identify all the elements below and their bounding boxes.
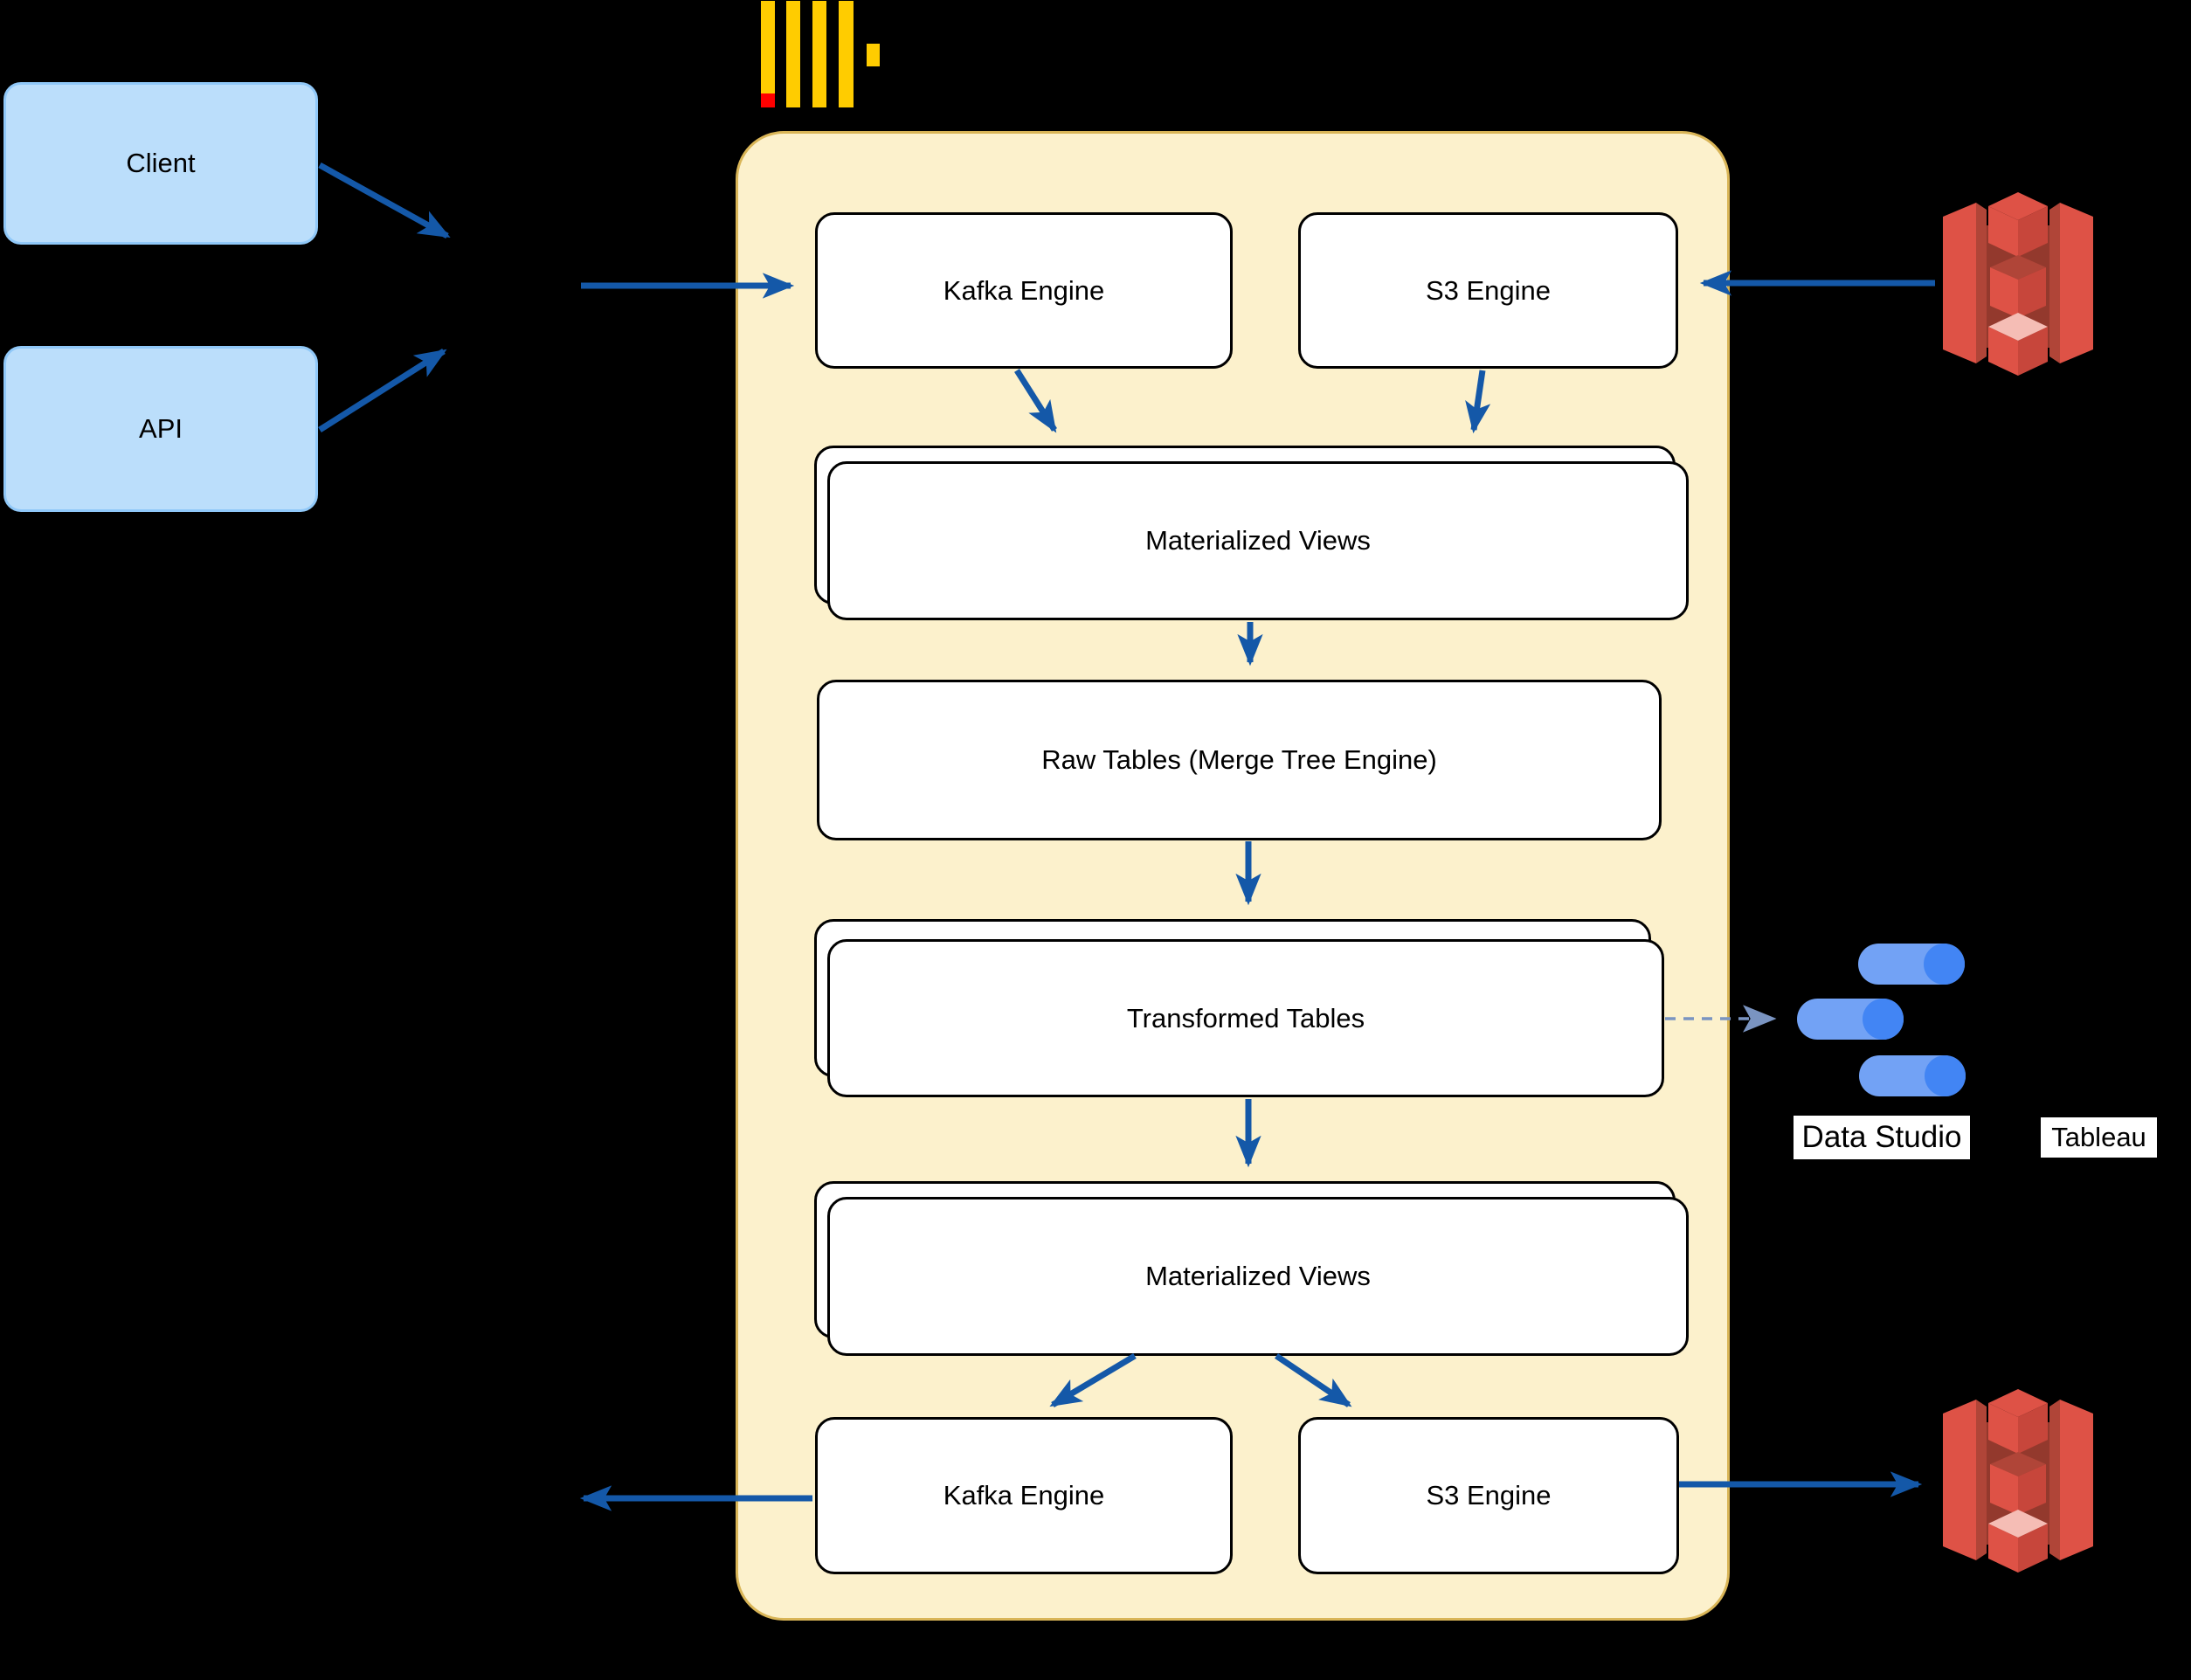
kafka-engine-in-node: Kafka Engine xyxy=(815,212,1233,369)
data-studio-icon xyxy=(1791,939,1974,1101)
tableau-label-text: Tableau xyxy=(2051,1122,2146,1152)
raw-tables-node: Raw Tables (Merge Tree Engine) xyxy=(817,680,1662,840)
arrow-client-to-junction xyxy=(318,162,451,239)
api-node-label: API xyxy=(139,413,183,444)
transformed-tables-label: Transformed Tables xyxy=(1126,1002,1365,1034)
clickhouse-logo-bar-short xyxy=(867,44,880,66)
clickhouse-logo-red-segment xyxy=(761,93,775,107)
data-studio-pill xyxy=(1858,944,1965,985)
data-studio-pill xyxy=(1859,1055,1966,1096)
data-studio-label-text: Data Studio xyxy=(1801,1120,1962,1154)
clickhouse-logo-bar xyxy=(761,1,775,107)
clickhouse-logo-bar xyxy=(786,1,800,107)
materialized-views-in-node: Materialized Views xyxy=(827,461,1689,620)
clickhouse-container xyxy=(736,131,1730,1621)
aws-s3-icon xyxy=(1943,192,2093,376)
kafka-engine-out-node: Kafka Engine xyxy=(815,1417,1233,1574)
clickhouse-logo-bar xyxy=(839,1,854,107)
clickhouse-logo-bar xyxy=(812,1,826,107)
data-studio-pill xyxy=(1797,999,1904,1040)
api-node: API xyxy=(3,346,318,512)
aws-s3-icon xyxy=(1943,1389,2093,1573)
arrow-api-to-junction xyxy=(318,349,447,432)
materialized-views-in-label: Materialized Views xyxy=(1145,525,1371,556)
kafka-engine-out-label: Kafka Engine xyxy=(943,1480,1105,1511)
transformed-tables-node: Transformed Tables xyxy=(827,939,1664,1097)
s3-engine-out-node: S3 Engine xyxy=(1298,1417,1679,1574)
s3-engine-in-node: S3 Engine xyxy=(1298,212,1678,369)
kafka-engine-in-label: Kafka Engine xyxy=(943,274,1105,306)
materialized-views-out-label: Materialized Views xyxy=(1145,1261,1371,1291)
data-studio-label: Data Studio xyxy=(1794,1116,1970,1159)
s3-engine-in-label: S3 Engine xyxy=(1425,274,1552,306)
s3-engine-out-label: S3 Engine xyxy=(1426,1480,1552,1511)
client-node-label: Client xyxy=(126,148,196,178)
raw-tables-label: Raw Tables (Merge Tree Engine) xyxy=(1041,744,1437,775)
clickhouse-logo-icon xyxy=(0,0,891,114)
materialized-views-out-node: Materialized Views xyxy=(827,1197,1689,1356)
tableau-label: Tableau xyxy=(2041,1117,2157,1158)
client-node: Client xyxy=(3,82,318,245)
